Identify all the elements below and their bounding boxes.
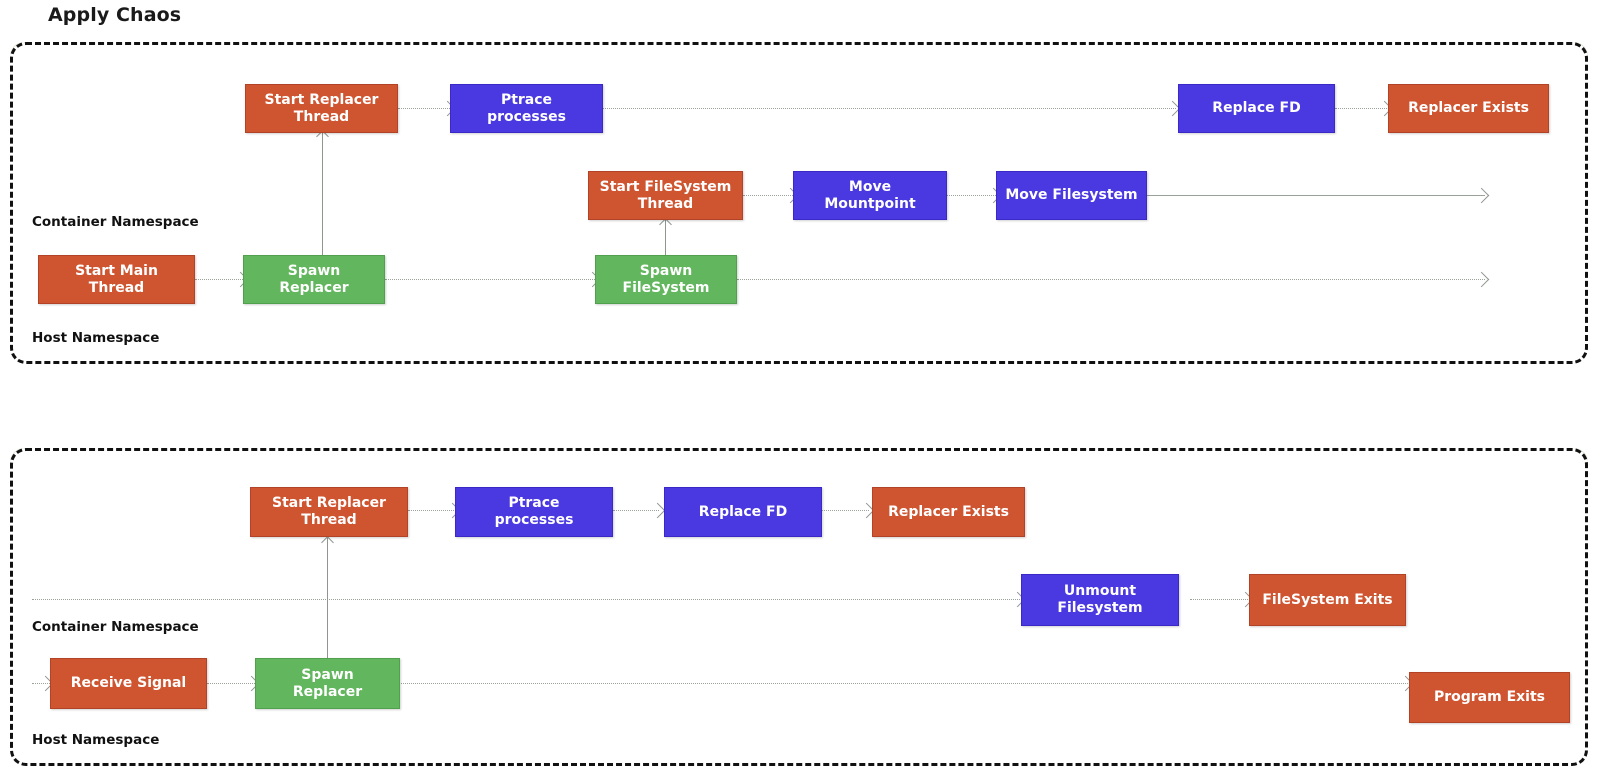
host-namespace-label: Host Namespace xyxy=(32,732,160,748)
node-start-main-thread[interactable]: Start Main Thread xyxy=(38,255,195,304)
container-namespace-label: Container Namespace xyxy=(32,214,199,230)
edge-ptrace-to-replace-fd xyxy=(603,108,1176,109)
edge-ptrace-to-replace-fd xyxy=(613,510,659,511)
node-start-replacer-thread[interactable]: Start Replacer Thread xyxy=(245,84,398,133)
edge-start-replacer-to-ptrace xyxy=(398,108,450,109)
edge-lane-start-to-receive-signal xyxy=(32,683,52,684)
node-program-exits[interactable]: Program Exits xyxy=(1409,672,1570,723)
node-replace-fd[interactable]: Replace FD xyxy=(1178,84,1335,133)
diagram-apply-chaos-start: Container Namespace Host Namespace xyxy=(10,42,1588,364)
container-namespace-label: Container Namespace xyxy=(32,619,199,635)
node-replace-fd[interactable]: Replace FD xyxy=(664,487,822,537)
edge-replace-fd-to-replacer-exists xyxy=(822,510,869,511)
node-start-replacer-thread[interactable]: Start Replacer Thread xyxy=(250,487,408,537)
node-receive-signal[interactable]: Receive Signal xyxy=(50,658,207,709)
edge-start-replacer-to-ptrace xyxy=(408,510,454,511)
diagram-apply-chaos-recover: Container Namespace Host Namespace Start… xyxy=(10,448,1588,766)
edge-spawn-replacer-to-start-replacer-thread xyxy=(322,132,323,257)
edge-start-main-to-spawn-replacer xyxy=(195,279,243,280)
edge-receive-signal-to-spawn-replacer xyxy=(207,683,255,684)
node-move-filesystem[interactable]: Move Filesystem xyxy=(996,171,1147,220)
node-start-filesystem-thread[interactable]: Start FileSystem Thread xyxy=(588,171,743,220)
edge-replace-fd-to-replacer-exists xyxy=(1335,108,1387,109)
edge-unmount-to-filesystem-exits xyxy=(1190,599,1248,600)
node-unmount-filesystem[interactable]: Unmount Filesystem xyxy=(1021,574,1179,626)
edge-start-fs-to-move-mountpoint xyxy=(743,195,793,196)
edge-spawn-replacer-to-program-exits xyxy=(392,683,1408,684)
edge-move-filesystem-to-lane-end xyxy=(1147,195,1485,196)
node-replacer-exists[interactable]: Replacer Exists xyxy=(872,487,1025,537)
node-spawn-replacer[interactable]: Spawn Replacer xyxy=(243,255,385,304)
host-namespace-label: Host Namespace xyxy=(32,330,160,346)
edge-spawn-replacer-to-start-replacer-thread xyxy=(327,538,328,659)
node-spawn-replacer[interactable]: Spawn Replacer xyxy=(255,658,400,709)
edge-spawn-filesystem-to-start-fs-thread xyxy=(665,220,666,257)
node-spawn-filesystem[interactable]: Spawn FileSystem xyxy=(595,255,737,304)
edge-spawn-filesystem-to-lane-end xyxy=(737,279,1485,280)
node-replacer-exists[interactable]: Replacer Exists xyxy=(1388,84,1549,133)
edge-lane-start-to-unmount-filesystem xyxy=(32,599,1020,600)
node-move-mountpoint[interactable]: Move Mountpoint xyxy=(793,171,947,220)
node-ptrace-processes[interactable]: Ptrace processes xyxy=(455,487,613,537)
page-title: Apply Chaos xyxy=(48,4,182,26)
edge-move-mountpoint-to-move-filesystem xyxy=(947,195,996,196)
arrow-head xyxy=(1473,271,1490,288)
node-filesystem-exits[interactable]: FileSystem Exits xyxy=(1249,574,1406,626)
edge-spawn-replacer-to-spawn-filesystem xyxy=(385,279,595,280)
node-ptrace-processes[interactable]: Ptrace processes xyxy=(450,84,603,133)
